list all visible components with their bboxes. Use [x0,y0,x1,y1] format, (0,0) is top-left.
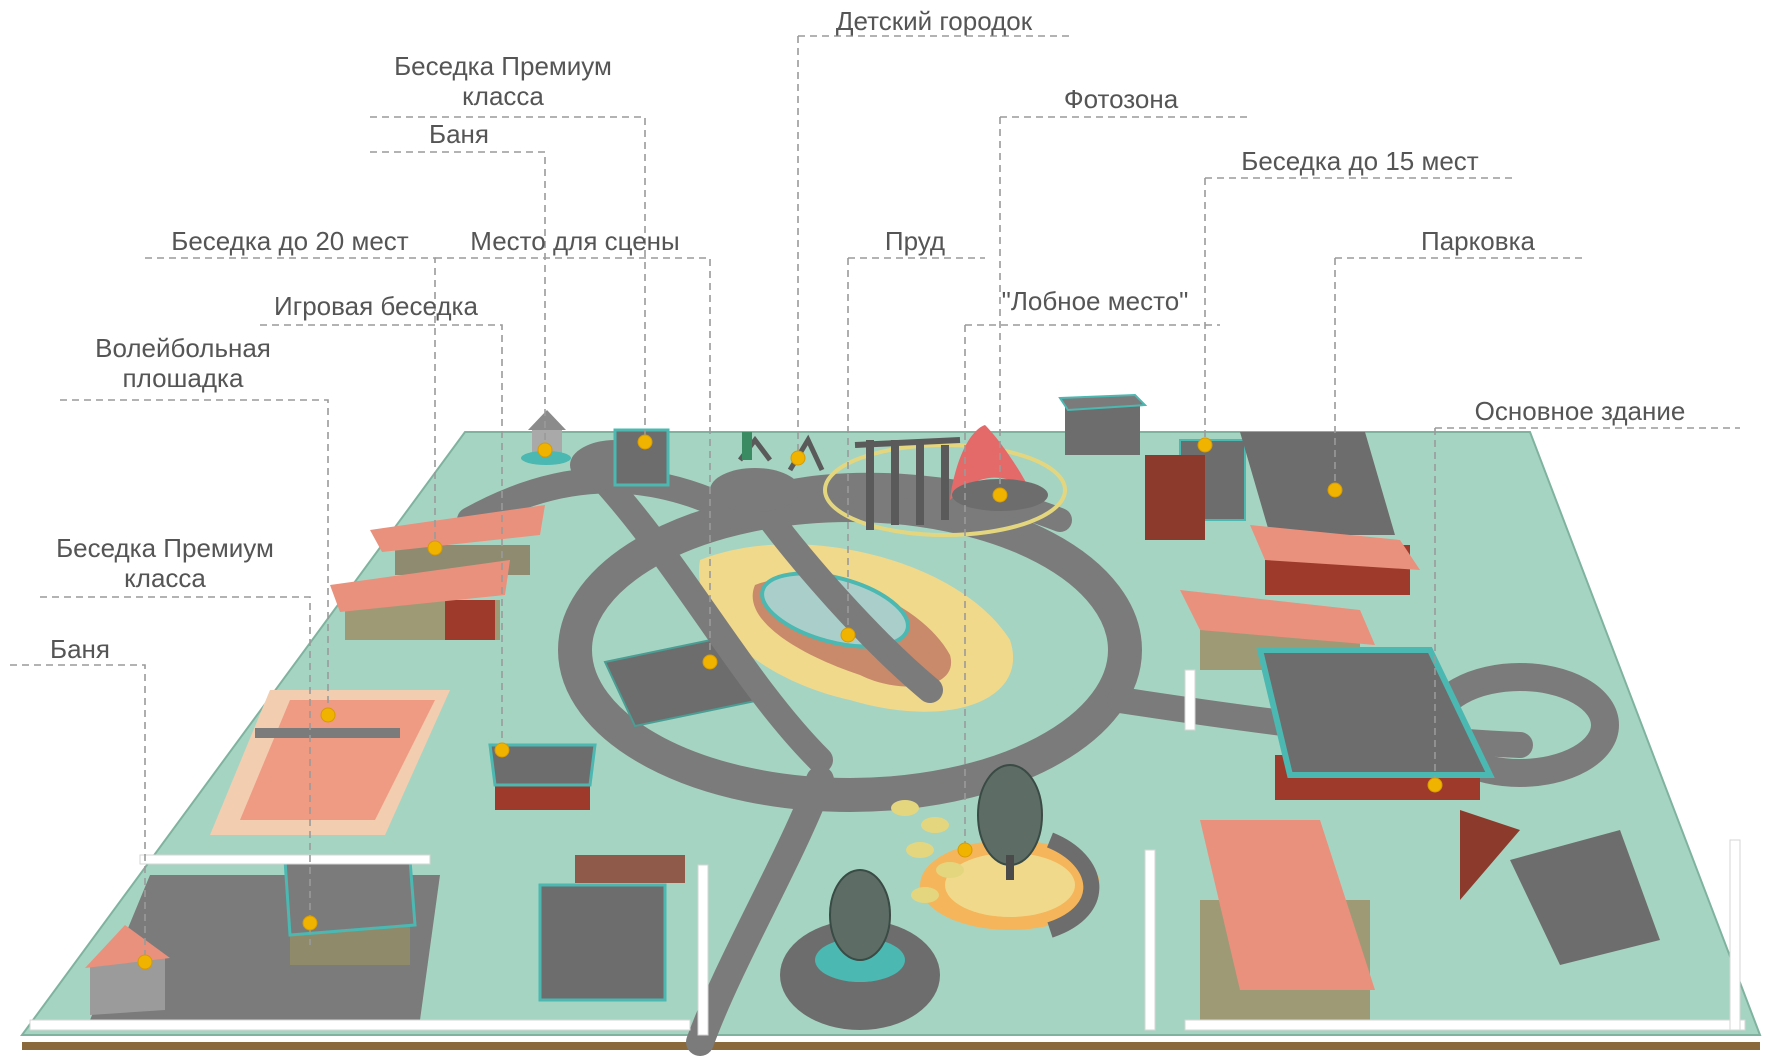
pin-20-seats [427,540,443,556]
location-pins [137,434,1443,970]
label-main-building: Основное здание [1475,396,1686,426]
pond-pergola [854,437,961,530]
premium-pavilion-top [613,428,670,487]
label-stage-place: Место для сцены [470,226,679,256]
central-pavilion-block [538,855,685,1002]
label-pavilion-15: Беседка до 15 мест [1241,146,1479,176]
pavilion-15-seats [1058,393,1246,540]
volleyball-court [210,690,450,835]
pin-volleyball [320,707,336,723]
pin-playground [790,450,806,466]
stepping-stones [891,800,964,903]
fountain-plaza [780,869,940,1030]
leader-lines [10,35,1740,960]
bathhouse-area-left [85,858,440,1020]
label-pavilion-20: Беседка до 20 мест [171,226,409,256]
pin-stage [702,654,718,670]
label-kids-playground: Детский городок [836,6,1033,36]
pin-lobnoe [957,842,973,858]
label-pond: Пруд [885,226,945,256]
label-photo-zone: Фотозона [1064,84,1179,114]
label-lobnoe-mesto: "Лобное место" [1002,286,1189,316]
pavilion-right-1 [1250,525,1420,595]
pin-bath-left [137,954,153,970]
pin-premium-left [302,915,318,931]
play-pavilion [330,560,510,640]
label-bathhouse-top: Баня [429,119,489,149]
tree-1 [977,764,1043,880]
label-parking: Парковка [1421,226,1535,256]
lobnoe-mesto [920,832,1100,938]
small-premium-pavilion [488,743,597,810]
pin-pond [840,627,856,643]
label-bathhouse-left: Баня [50,634,110,664]
pin-play-pavilion [494,742,510,758]
label-play-pavilion: Игровая беседка [274,291,478,321]
pin-15-seats [1197,437,1213,453]
pin-bath-top [537,442,553,458]
parking-lot [1240,432,1395,535]
hedge-borders [29,669,1746,1036]
pin-main-building [1427,777,1443,793]
large-pavilion-right [1200,820,1375,1020]
bathhouse-right [1460,810,1660,965]
pin-premium-top [637,434,653,450]
pin-photozone [992,487,1008,503]
pin-parking [1327,482,1343,498]
